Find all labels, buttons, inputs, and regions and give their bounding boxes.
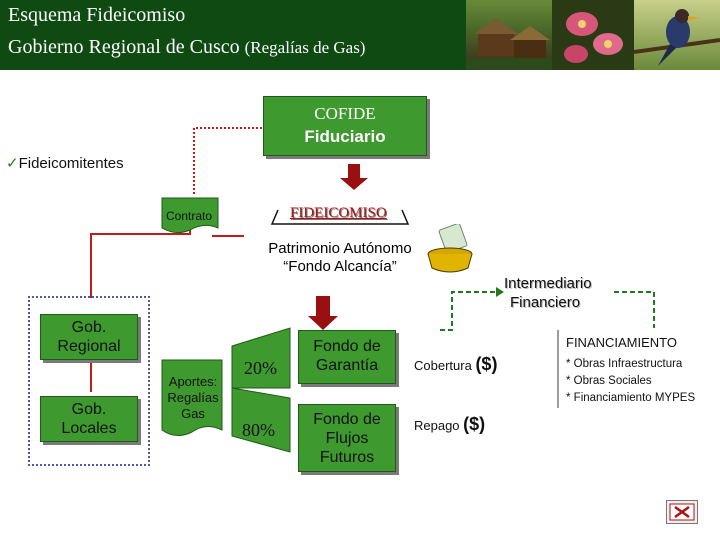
aportes-line2: Regalías [167, 390, 219, 405]
photo-bird [634, 0, 720, 70]
houses-image [466, 18, 552, 70]
arrow-80-shape [231, 387, 291, 453]
checkmark-icon: ✓ [6, 155, 19, 172]
gobiernos-region [28, 296, 150, 466]
fondo-flujos-box: Fondo de Flujos Futuros [298, 404, 396, 472]
cobertura-symbol: ($) [475, 354, 498, 374]
orchid-image [564, 12, 623, 63]
fideicomitentes-label: ✓Fideicomitentes [6, 154, 124, 172]
patrimonio-down-arrow [308, 296, 338, 330]
fideicomitentes-text: Fideicomitentes [18, 155, 124, 172]
intermediario-line2: Financiero [510, 294, 581, 311]
financiamiento-title: FINANCIAMIENTO [566, 335, 677, 350]
gob-regional-box: Gob. Regional [40, 314, 138, 360]
gob-locales-box: Gob. Locales [40, 396, 138, 442]
cofide-role: Fiduciario [304, 127, 386, 146]
gob-locales-line2: Locales [61, 420, 117, 437]
fondo-flujos-line3: Futuros [319, 449, 375, 466]
fondo-garantia-line1: Fondo de [313, 338, 381, 355]
intermediario-line1: Intermediario [504, 275, 592, 292]
aportes-line1: Aportes: [168, 374, 218, 389]
patrimonio-line2: “Fondo Alcancía” [283, 258, 397, 275]
patrimonio-line1: Patrimonio Autónomo [268, 240, 412, 257]
bird-image [634, 9, 720, 66]
financiamiento-item: * Financiamiento MYPES [566, 392, 696, 404]
photo-houses [466, 0, 552, 70]
garantia-to-intermediario-line [440, 291, 496, 331]
pct-80-label: 80% [242, 420, 275, 440]
intermediario-label: Intermediario Financiero [504, 274, 592, 312]
repago-label: Repago ($) [414, 414, 485, 435]
fideicomiso-label: FIDEICOMISO [290, 205, 387, 221]
subtitle-suffix: (Regalías de Gas) [244, 38, 366, 57]
intermediario-arrowhead [496, 287, 504, 297]
fondo-flujos-line2: Flujos [325, 430, 369, 447]
arrow-20-shape [231, 327, 291, 389]
gob-locales-line1: Gob. [71, 401, 107, 418]
cobertura-text: Cobertura [414, 358, 472, 373]
fondo-flujos-line1: Fondo de [313, 411, 381, 428]
contrato-label: Contrato [166, 209, 213, 223]
financiamiento-list: * Obras Infraestructura * Obras Sociales… [566, 356, 695, 407]
slide-subtitle: Gobierno Regional de Cusco (Regalías de … [8, 36, 365, 59]
fondo-garantia-line2: Garantía [315, 357, 379, 374]
cofide-box: COFIDE Fiduciario [263, 96, 427, 156]
slide-title: Esquema Fideicomiso [8, 4, 186, 26]
cofide-title: COFIDE [314, 104, 376, 123]
return-arrow-icon [669, 503, 695, 521]
repago-text: Repago [414, 418, 460, 433]
intermediario-to-financiamiento-line [614, 291, 655, 328]
fondo-garantia-box: Fondo de Garantía [298, 330, 396, 384]
repago-symbol: ($) [463, 414, 486, 434]
return-arrow-button[interactable] [666, 500, 698, 524]
patrimonio-label: Patrimonio Autónomo “Fondo Alcancía” [254, 240, 426, 276]
financiamiento-item: * Obras Infraestructura [566, 358, 683, 370]
cobertura-label: Cobertura ($) [414, 354, 497, 375]
financiamiento-item: * Obras Sociales [566, 375, 652, 387]
gob-regional-line2: Regional [57, 338, 121, 355]
subtitle-main: Gobierno Regional de Cusco [8, 36, 240, 58]
aportes-label: Aportes: Regalías Gas [160, 374, 226, 422]
pct-20-label: 20% [244, 358, 277, 378]
cofide-to-fideicomiso-arrow [340, 164, 368, 190]
fideicomiso-bracket [270, 209, 410, 225]
gob-regional-line1: Gob. [71, 319, 107, 336]
photo-orchid [552, 0, 634, 70]
aportes-document-shape [161, 359, 223, 436]
money-bowl-icon [427, 224, 473, 273]
contrato-document-shape [161, 197, 219, 234]
aportes-line3: Gas [181, 406, 205, 421]
